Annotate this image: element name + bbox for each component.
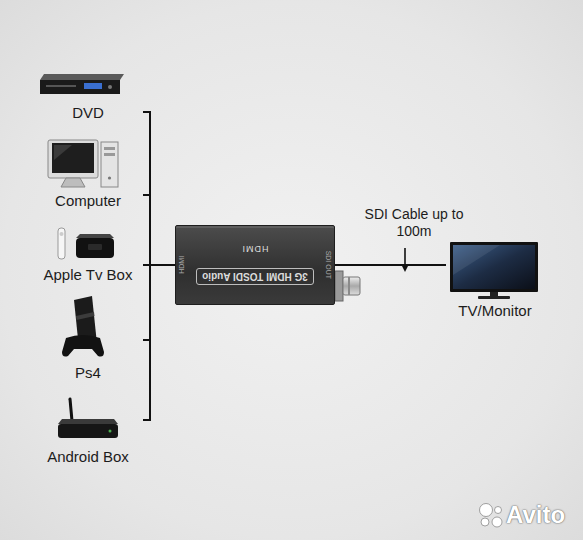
pointer-arrow [401, 248, 409, 272]
computer-icon [61, 178, 85, 187]
android-box-icon [58, 424, 118, 438]
device-label: TV/Monitor [458, 302, 531, 320]
watermark-logo [480, 504, 493, 517]
watermark-logo [481, 518, 489, 526]
dvd-player-icon [40, 74, 124, 94]
apple-tv-icon [60, 232, 64, 236]
dvd-player-icon [84, 83, 102, 89]
watermark-logo [480, 504, 503, 528]
port-label: HDMI [178, 256, 186, 274]
converter-box: 3G HDMI TOSDI Audio HDMI HDMI SDI OUT [175, 225, 335, 305]
cable-line [143, 265, 175, 340]
apple-tv-icon [58, 228, 114, 259]
cable-line [335, 264, 446, 266]
android-box-icon [58, 419, 118, 424]
apple-tv-icon [88, 244, 102, 250]
computer-icon [101, 142, 118, 187]
device-node: Android Box [33, 396, 143, 466]
computer-icon [104, 153, 115, 156]
android-box-icon [70, 399, 72, 421]
converter-print: 3G HDMI TOSDI Audio HDMI [176, 244, 334, 285]
bnc-connector [348, 277, 350, 295]
dvd-player-icon [46, 85, 76, 87]
pointer-arrow [404, 248, 406, 266]
watermark-logo [492, 517, 502, 527]
watermark: Avito [506, 502, 565, 528]
watermark-logo [495, 507, 502, 514]
device-node: Apple Tv Box [33, 226, 143, 284]
cable-line [143, 112, 175, 265]
device-label: Ps4 [75, 364, 101, 382]
computer-icon [52, 143, 94, 173]
android-box-icon [58, 399, 118, 438]
device-label: DVD [72, 104, 104, 122]
cable-line [143, 265, 175, 420]
device-label: Computer [55, 192, 121, 210]
tv-icon [453, 245, 500, 275]
tv-icon [490, 292, 498, 296]
bnc-connector [335, 271, 360, 301]
computer-icon [54, 145, 72, 160]
computer-icon [48, 140, 98, 178]
device-node: Ps4 [33, 296, 143, 382]
bnc-connector [343, 277, 360, 295]
android-box-icon [109, 430, 112, 433]
ps4-icon [62, 335, 104, 357]
dvd-player-icon [40, 74, 124, 80]
ps4-icon [76, 312, 95, 320]
device-label: Android Box [47, 448, 129, 466]
tv-icon [450, 242, 538, 292]
apple-tv-icon [76, 234, 114, 238]
cable-note: SDI Cable up to 100m [352, 206, 476, 240]
tv-icon [450, 242, 538, 299]
dvd-player-icon [40, 80, 120, 94]
device-node: DVD [33, 70, 143, 122]
port-label: SDI OUT [324, 251, 332, 279]
dvd-player-icon [108, 85, 112, 89]
port-name: HDMI [242, 244, 269, 254]
tv-icon [453, 245, 535, 289]
device-label: Apple Tv Box [44, 266, 133, 284]
apple-tv-icon [58, 228, 65, 259]
display-node: TV/Monitor [446, 238, 544, 320]
computer-icon [108, 176, 111, 179]
tv-icon [478, 296, 510, 299]
cable-line [143, 195, 175, 265]
apple-tv-icon [76, 238, 114, 258]
device-node: Computer [33, 138, 143, 210]
bnc-connector [335, 271, 343, 301]
ps4-icon [62, 296, 104, 357]
pointer-arrow [401, 264, 409, 272]
product-name: 3G HDMI TOSDI Audio [196, 268, 314, 285]
computer-icon [104, 147, 115, 150]
computer-icon [48, 140, 118, 187]
